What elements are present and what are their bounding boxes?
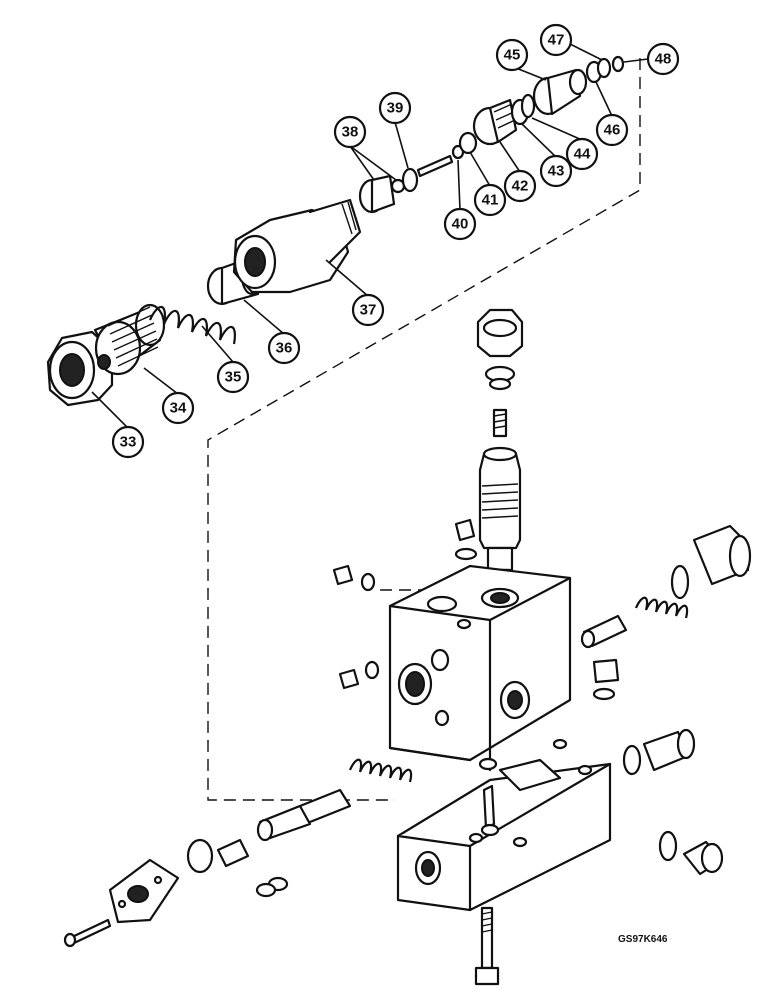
callout-35-label: 35: [225, 369, 242, 386]
relief-valve-cartridge-parts: [46, 55, 625, 407]
left-o-ring: [186, 838, 214, 874]
callout-45: [495, 38, 529, 72]
o-ring-39: [401, 167, 419, 193]
valve-body-37: [232, 198, 362, 294]
washer-upper-left: [454, 547, 478, 561]
callout-42-label: 42: [512, 178, 529, 195]
washer-left-a: [360, 572, 376, 592]
plug-lower-right-b: [682, 840, 724, 876]
callout-33: [111, 425, 145, 459]
valve-block-assembly: [63, 308, 752, 986]
small-plug-right: [592, 658, 620, 684]
callout-34-label: 34: [170, 400, 187, 417]
callout-46: [595, 113, 629, 147]
lower-block: [396, 738, 612, 912]
vertical-cartridge: [478, 446, 522, 580]
pin-clip: [482, 784, 496, 830]
needle-pin: [416, 154, 454, 178]
callouts: 33 34 35 36 37 38 39 40 41: [91, 23, 680, 459]
washer-left-b: [364, 660, 380, 680]
callout-39: [378, 91, 412, 125]
callout-37-label: 37: [360, 302, 377, 319]
callout-43-label: 43: [548, 163, 565, 180]
callout-40-label: 40: [452, 216, 469, 233]
callout-41-label: 41: [482, 192, 499, 209]
poppet-38: [358, 174, 406, 214]
clip-ring: [478, 757, 498, 771]
insert-41: [458, 131, 478, 155]
right-plug: [692, 524, 752, 586]
screw-left-b: [338, 668, 360, 690]
callout-44-label: 44: [574, 146, 591, 163]
left-poppet: [216, 838, 250, 868]
callout-40: [443, 207, 477, 241]
left-sleeve: [256, 788, 352, 842]
o-ring-lower-right-b: [658, 830, 678, 862]
callout-45-label: 45: [504, 47, 521, 64]
callout-38: [333, 115, 367, 149]
main-block: [388, 564, 572, 772]
callout-36-label: 36: [276, 340, 293, 357]
callout-34: [161, 391, 195, 425]
bolt-bottom: [474, 906, 500, 986]
backup-ring-44: [520, 93, 536, 119]
ring-47: [596, 57, 612, 79]
plug-lower-right-a: [642, 728, 696, 772]
callout-43: [539, 154, 573, 188]
screw-left-a: [332, 564, 354, 586]
callout-47-label: 47: [548, 32, 565, 49]
top-washer-2: [488, 377, 512, 391]
callout-46-label: 46: [604, 122, 621, 139]
spring-35: [148, 305, 236, 345]
callout-38-label: 38: [342, 124, 359, 141]
right-o-ring: [670, 564, 690, 600]
screw-upper-left: [454, 518, 476, 542]
callout-33-label: 33: [120, 434, 137, 451]
threaded-plug-42: [472, 98, 518, 146]
callout-37: [351, 293, 385, 327]
callout-48: [646, 42, 680, 76]
small-washer-right: [592, 687, 616, 701]
callout-44: [565, 137, 599, 171]
callout-39-label: 39: [387, 100, 404, 117]
callout-35: [216, 360, 250, 394]
callout-36: [267, 331, 301, 365]
callout-47: [539, 23, 573, 57]
top-nut: [476, 308, 524, 358]
o-ring-lower-right-a: [622, 744, 642, 776]
callout-48-label: 48: [655, 51, 672, 68]
callout-41: [473, 183, 507, 217]
seal-48: [611, 55, 625, 73]
right-spring: [634, 596, 689, 619]
figure-reference-code: GS97K646: [618, 934, 668, 945]
bracket: [108, 858, 180, 924]
left-spring: [348, 758, 413, 783]
callout-42: [503, 169, 537, 203]
adjuster-screw-34: [93, 303, 166, 376]
cap-45: [532, 68, 588, 116]
